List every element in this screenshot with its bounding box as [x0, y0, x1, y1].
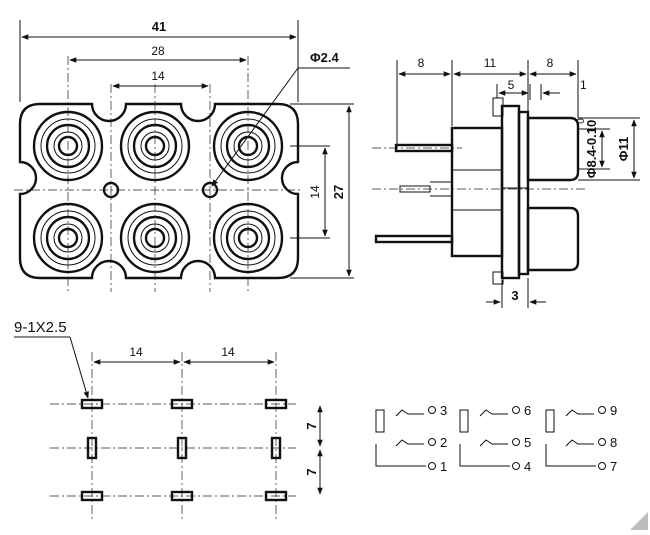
schematic-jack-2: 6 5 4: [459, 403, 531, 474]
pad-3-1: [80, 490, 104, 502]
dim-row-pitch-2: 7: [304, 468, 319, 475]
pad-1-1: [80, 398, 104, 410]
pad-2-2: [176, 436, 188, 460]
pcb-layout: 9-1X2.5 14 14 7 7: [14, 319, 323, 522]
side-body: [450, 126, 504, 258]
dim-row-pitch: 14: [308, 185, 322, 199]
dim-col-pitch-1: 14: [129, 345, 143, 359]
dim-8-left: 8: [418, 56, 425, 70]
dim-tolerance-upper: 0: [576, 118, 587, 124]
pin-size-label: 9-1X2.5: [14, 319, 67, 336]
dim-11: 11: [484, 56, 497, 70]
dim-row-pitch-1: 7: [304, 422, 319, 429]
front-view: 41 28 14 Φ2.4 14 27: [14, 19, 354, 292]
pin-label-8: 8: [610, 435, 617, 450]
pin-label-3: 3: [440, 403, 447, 418]
dim-3: 3: [511, 288, 518, 303]
dim-1: 1: [580, 78, 587, 92]
pin-label-7: 7: [610, 459, 617, 474]
pad-1-3: [264, 398, 288, 410]
dim-8-right: 8: [547, 56, 554, 70]
jack-body-outline: [18, 102, 300, 280]
dim-overall-width: 41: [152, 19, 166, 34]
dim-overall-height: 27: [331, 185, 346, 199]
pad-3-3: [264, 490, 288, 502]
leader-hole-dia: [211, 67, 299, 187]
pin-label-4: 4: [524, 459, 531, 474]
dim-inner-pitch: 14: [151, 69, 165, 83]
schematic-jack-1: 3 2 1: [375, 403, 447, 474]
schematic-jack-3: 9 8 7: [545, 403, 617, 474]
schematic: 3 2 1 6 5 4 9 8 7: [375, 403, 617, 474]
pad-2-1: [86, 436, 98, 460]
dim-outer-pitch: 28: [151, 44, 165, 58]
pad-1-2: [170, 398, 194, 410]
dim-hole-dia: Φ2.4: [310, 50, 340, 65]
pad-2-3: [270, 436, 282, 460]
side-flange: [517, 110, 530, 276]
dim-outer-dia: Φ11: [616, 137, 631, 161]
pin-label-6: 6: [524, 403, 531, 418]
corner-mark: [630, 512, 648, 530]
pin-label-5: 5: [524, 435, 531, 450]
pin-size-leader: [69, 336, 89, 399]
pin-label-1: 1: [440, 459, 447, 474]
side-view: 8 11 8 5 1 Φ8.4-0.10: [372, 56, 640, 308]
pin-label-2: 2: [440, 435, 447, 450]
pin-bottom: [374, 234, 454, 244]
dim-col-pitch-2: 14: [221, 345, 235, 359]
pad-3-2: [170, 490, 194, 502]
dim-plug-dia: Φ8.4-0.10: [584, 120, 599, 178]
plug-top: [526, 116, 580, 182]
plug-bottom: [526, 206, 580, 272]
side-panel: [500, 104, 521, 280]
pin-label-9: 9: [610, 403, 617, 418]
dim-5: 5: [508, 78, 515, 92]
